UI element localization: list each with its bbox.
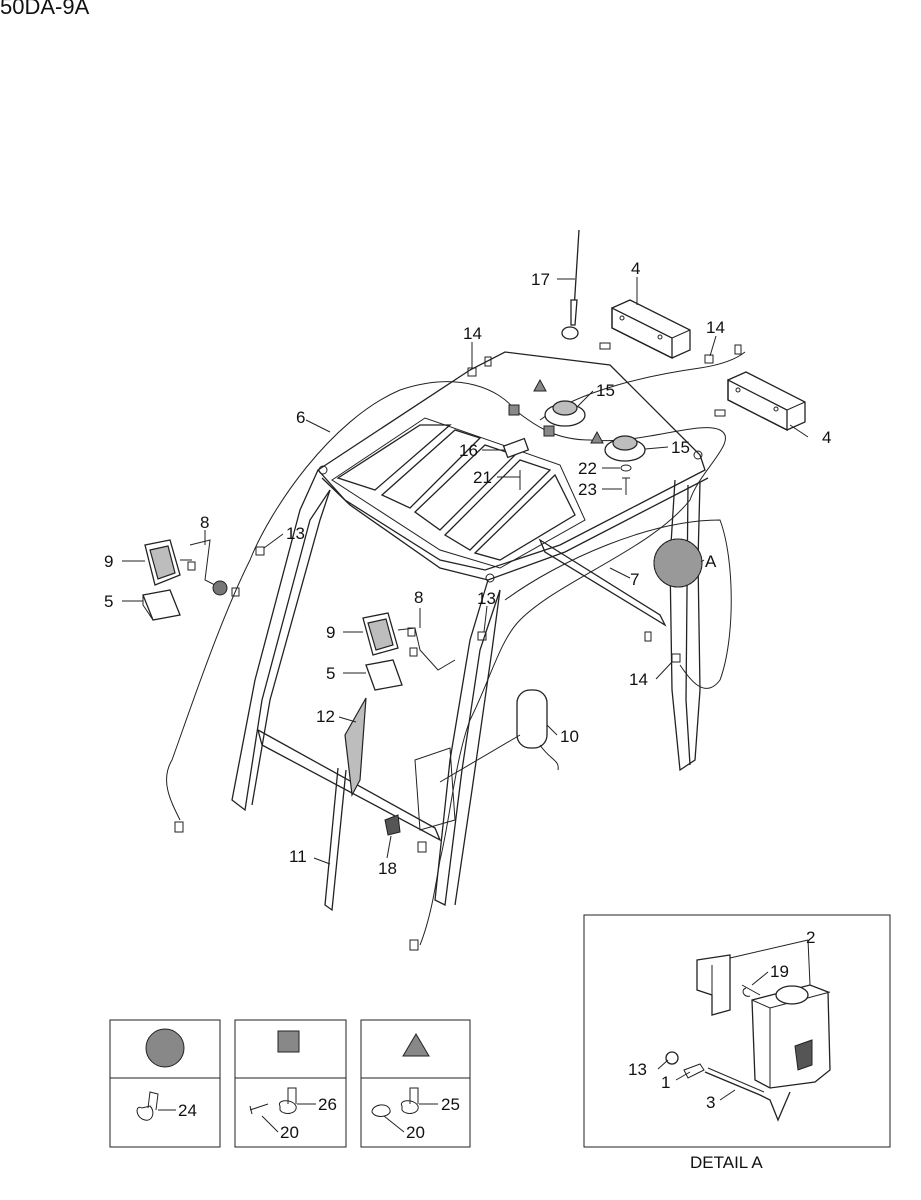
wire-connectors [174, 342, 742, 951]
callout-12: 12 [316, 707, 335, 726]
legend-circle-clip: 24 [109, 1019, 221, 1148]
callout-7: 7 [630, 570, 639, 589]
legend-label-24: 24 [178, 1101, 197, 1120]
hose-3 [704, 1071, 791, 1122]
callout-13: 13 [286, 524, 305, 543]
callout-14: 14 [629, 670, 648, 689]
callout-23: 23 [578, 480, 597, 499]
cab-frame [231, 351, 709, 906]
callout-5: 5 [326, 664, 335, 683]
wiper-blade [344, 697, 367, 797]
callout-5: 5 [104, 592, 113, 611]
rear-lamp-upper [611, 299, 691, 360]
bolt-19 [741, 984, 761, 997]
detail-a-caption: DETAIL A [690, 1153, 763, 1172]
callout-11: 11 [289, 847, 307, 866]
square-marker [277, 1030, 300, 1053]
detail-callout-13: 13 [628, 1060, 647, 1079]
screw-20 [371, 1104, 391, 1117]
rear-lamp-lower [727, 371, 806, 432]
callout-6: 6 [296, 408, 305, 427]
wiper-arm [324, 767, 347, 912]
callout-22: 22 [578, 459, 597, 478]
detail-callout-2: 2 [806, 928, 815, 947]
callout-15: 15 [596, 381, 615, 400]
legend-label-26: 26 [318, 1095, 337, 1114]
callout-15: 15 [671, 438, 690, 457]
screw-20 [249, 1103, 269, 1115]
wiper-switch [384, 814, 401, 836]
clip-24 [136, 1091, 159, 1121]
switch-16 [502, 437, 530, 459]
speaker-lower [604, 435, 646, 462]
detail-callout-1: 1 [661, 1073, 670, 1092]
callout-17: 17 [531, 270, 550, 289]
callout-4: 4 [631, 259, 640, 278]
legend-label-25: 25 [441, 1095, 460, 1114]
wire-harness-6 [166, 381, 726, 946]
callout-14: 14 [463, 324, 482, 343]
callout-4: 4 [822, 428, 831, 447]
callout-10: 10 [560, 727, 579, 746]
square-clip-marker [508, 404, 520, 416]
nut-13 [665, 1051, 679, 1065]
bracket-2 [696, 954, 731, 1016]
triangle-marker [402, 1033, 430, 1057]
washer-22 [620, 464, 632, 472]
detail-callout-3: 3 [706, 1093, 715, 1112]
clip-25 [400, 1087, 419, 1114]
speaker-upper [544, 400, 586, 427]
detail-a-marker [653, 538, 703, 588]
round-clip-marker [212, 580, 228, 596]
callout-14: 14 [706, 318, 725, 337]
lamp-lens-left [142, 589, 181, 621]
legend-triangle-clip: 25 20 [360, 1019, 471, 1148]
callout-8: 8 [414, 588, 423, 607]
leader-lines [122, 277, 809, 865]
detail-a-panel: 2 19 13 1 3 [583, 914, 891, 1148]
legend-label-20: 20 [280, 1123, 299, 1142]
wiper-motor [439, 689, 559, 783]
square-clip-marker [543, 425, 555, 437]
lamp-lens-center [365, 659, 403, 691]
callout-18: 18 [378, 859, 397, 878]
callout-9: 9 [326, 623, 335, 642]
antenna [561, 229, 580, 340]
triangle-clip-marker [533, 378, 547, 392]
callout-8: 8 [200, 513, 209, 532]
callout-13: 13 [477, 589, 496, 608]
bolt-23 [622, 477, 630, 495]
triangle-clip-marker [590, 430, 604, 444]
circle-marker [145, 1028, 185, 1068]
nozzle-1 [683, 1063, 705, 1079]
callout-21: 21 [473, 468, 492, 487]
work-lamp-center [362, 612, 456, 671]
callout-16: 16 [459, 441, 478, 460]
legend-square-clip: 26 20 [234, 1019, 347, 1148]
callout-A: A [705, 552, 717, 571]
page-title: 50DA-9A [0, 0, 90, 19]
work-lamp-left [144, 539, 240, 597]
callout-9: 9 [104, 552, 113, 571]
detail-callout-19: 19 [770, 962, 789, 981]
clip-26 [278, 1087, 297, 1114]
legend-label-20: 20 [406, 1123, 425, 1142]
